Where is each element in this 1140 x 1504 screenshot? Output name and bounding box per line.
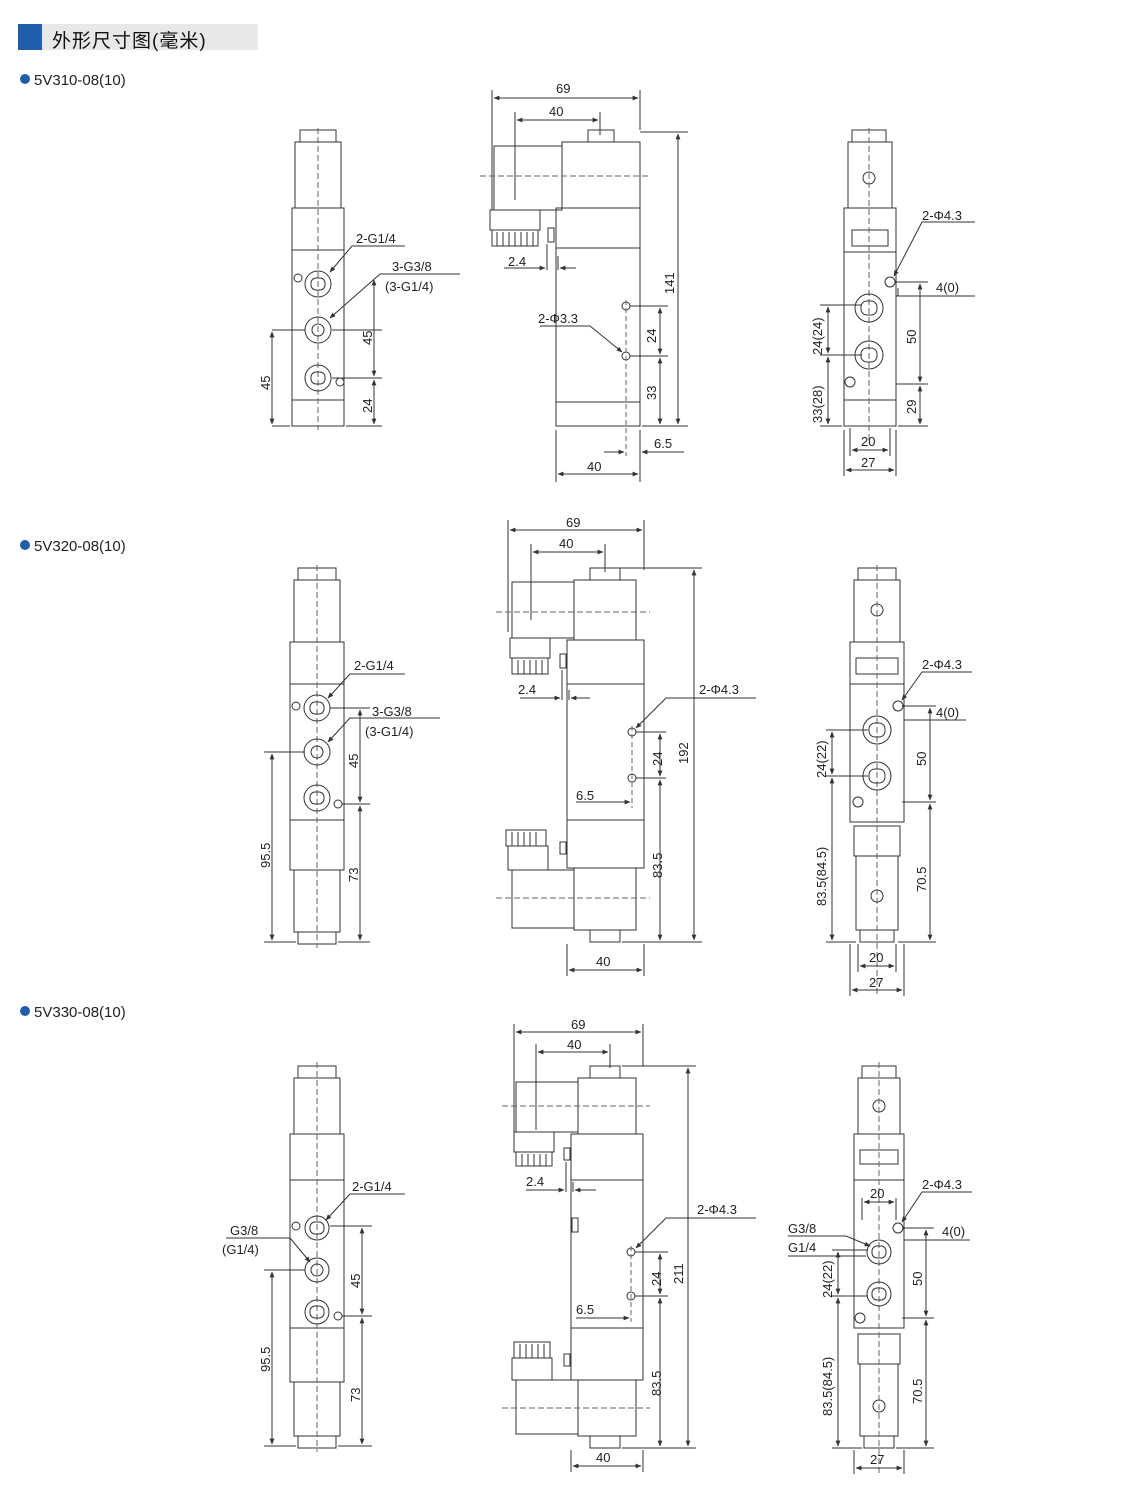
dim-bottom-right: 29	[904, 400, 919, 414]
dim-base-width: 40	[596, 954, 610, 969]
dim-bottom: 83.5	[650, 853, 665, 878]
dim-port-mid: G3/8	[230, 1223, 258, 1238]
side-view-3: 69 40 2.4 2-Φ4.3 24 211 6.5 83.5 40	[502, 1017, 756, 1472]
dim-b: 45	[346, 754, 361, 768]
dim-hole: 2-Φ4.3	[922, 657, 962, 672]
section-header: 外形尺寸图(毫米)	[18, 24, 258, 52]
front-view-2: 2-G1/4 3-G3/8 (3-G1/4) 95.5 45 73	[258, 565, 440, 948]
dim-hole: 2-Φ3.3	[538, 311, 578, 326]
dim-height: 50	[904, 330, 919, 344]
bullet-icon	[20, 74, 30, 84]
dim-offset: 2.4	[518, 682, 536, 697]
dim-edge: 4(0)	[936, 705, 959, 720]
dim-offset: 2.4	[508, 254, 526, 269]
dim-edge: 4(0)	[942, 1224, 965, 1239]
dim-outer-width: 27	[870, 1452, 884, 1467]
dim-inner-width: 20	[869, 950, 883, 965]
dim-pitch: 24	[650, 752, 665, 766]
end-view-1: 2-Φ4.3 4(0) 24(24) 50 33(28) 29 20 27	[810, 128, 975, 476]
end-view-2: 2-Φ4.3 4(0) 24(22) 50 83.5(84.5) 70.5 20…	[814, 565, 972, 996]
dim-port-mid-alt: (3-G1/4)	[365, 724, 413, 739]
side-view-2: 69 40 2.4 2-Φ4.3 24 192 6.5 83.5 40	[496, 515, 756, 976]
side-view-1: 69 40 2.4 2-Φ3.3 24 33 141 6.5 40	[480, 81, 688, 482]
dim-hole: 2-Φ4.3	[699, 682, 739, 697]
dim-pitch: 24(24)	[810, 317, 825, 355]
dim-outer-width: 27	[861, 455, 875, 470]
model-label-3: 5V330-08(10)	[20, 1004, 126, 1021]
dim-edge: 4(0)	[936, 280, 959, 295]
dim-a: 95.5	[258, 1347, 273, 1372]
dim-bottom: 33	[644, 386, 659, 400]
dim-port-top: 2-G1/4	[354, 658, 394, 673]
dim-bottom: 83.5(84.5)	[820, 1357, 835, 1416]
front-view-3: 2-G1/4 G3/8 (G1/4) 95.5 45 73	[222, 1062, 405, 1452]
end-view-3: 2-Φ4.3 4(0) 20 G3/8 G1/4 24(22) 50 83.5(…	[788, 1062, 972, 1474]
dim-hole: 2-Φ4.3	[922, 1177, 962, 1192]
dim-b: 45	[348, 1274, 363, 1288]
dim-height: 50	[910, 1272, 925, 1286]
dim-outer-width: 27	[869, 975, 883, 990]
dim-inner-width: 20	[870, 1186, 884, 1201]
dim-hole: 2-Φ4.3	[697, 1202, 737, 1217]
dim-top-width: 69	[566, 515, 580, 530]
dim-port-mid: 3-G3/8	[372, 704, 412, 719]
dim-edge: 6.5	[654, 436, 672, 451]
header-accent	[18, 24, 42, 50]
dim-pitch: 24(22)	[820, 1260, 835, 1298]
dim-top-width: 69	[571, 1017, 585, 1032]
dim-port-top: 2-G1/4	[356, 231, 396, 246]
dim-port-mid: 3-G3/8	[392, 259, 432, 274]
dim-top-width: 69	[556, 81, 570, 96]
model-label-1: 5V310-08(10)	[20, 72, 126, 89]
dim-c: 24	[360, 399, 375, 413]
dim-a: 45	[258, 376, 273, 390]
dim-b: 45	[360, 331, 375, 345]
dim-bottom-right: 70.5	[914, 867, 929, 892]
dim-height: 50	[914, 752, 929, 766]
dim-offset: 2.4	[526, 1174, 544, 1189]
dim-port-mid-alt: (3-G1/4)	[385, 279, 433, 294]
dim-height: 141	[662, 272, 677, 294]
dim-port: G3/8	[788, 1221, 816, 1236]
dim-pitch: 24	[649, 1272, 664, 1286]
dim-base-width: 40	[596, 1450, 610, 1465]
dim-height: 192	[676, 742, 691, 764]
dim-port-alt: G1/4	[788, 1240, 816, 1255]
dim-c: 73	[348, 1388, 363, 1402]
dim-c: 73	[346, 868, 361, 882]
bullet-icon	[20, 1006, 30, 1016]
dim-edge: 6.5	[576, 788, 594, 803]
page-title: 外形尺寸图(毫米)	[52, 31, 207, 52]
dim-port-top: 2-G1/4	[352, 1179, 392, 1194]
dim-bottom: 83.5(84.5)	[814, 847, 829, 906]
dim-edge: 6.5	[576, 1302, 594, 1317]
dim-pitch: 24(22)	[814, 740, 829, 778]
dim-bottom: 33(28)	[810, 385, 825, 423]
dim-inner-width: 40	[559, 536, 573, 551]
dim-bottom-right: 70.5	[910, 1379, 925, 1404]
dim-height: 211	[671, 1263, 686, 1284]
dim-base-width: 40	[587, 459, 601, 474]
bullet-icon	[20, 540, 30, 550]
dim-inner-width: 40	[567, 1037, 581, 1052]
dim-hole: 2-Φ4.3	[922, 208, 962, 223]
dim-pitch: 24	[644, 329, 659, 343]
front-view-1: 2-G1/4 3-G3/8 (3-G1/4) 45 45 24	[258, 128, 460, 430]
dim-bottom: 83.5	[649, 1371, 664, 1396]
dim-port-mid-alt: (G1/4)	[222, 1242, 259, 1257]
dim-a: 95.5	[258, 843, 273, 868]
model-label-2: 5V320-08(10)	[20, 538, 126, 555]
dim-inner-width: 20	[861, 434, 875, 449]
dim-inner-width: 40	[549, 104, 563, 119]
